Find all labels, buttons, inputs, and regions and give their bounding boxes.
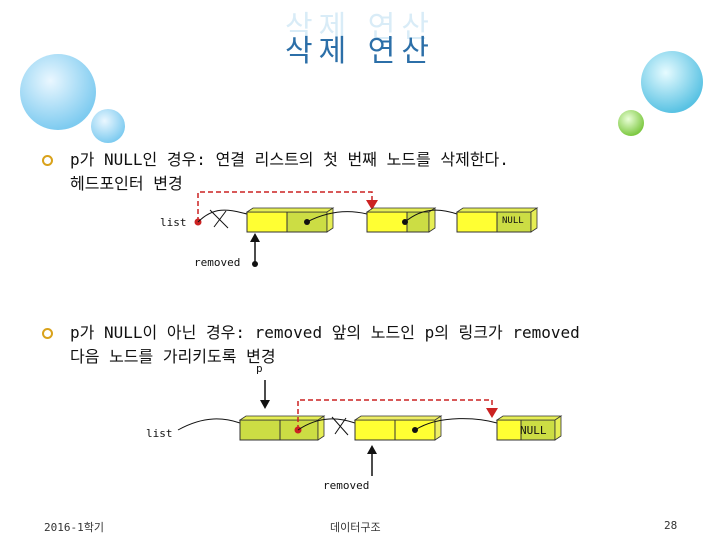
removed-arrowhead-2	[367, 445, 377, 454]
p-label: p	[256, 362, 263, 375]
bullet-1-line-2: 헤드포인터 변경	[70, 174, 183, 193]
dashed-arrowhead-1	[366, 200, 378, 210]
node-3-depth	[455, 207, 539, 233]
list-link-2	[177, 418, 241, 431]
node-removed-data	[354, 419, 396, 441]
node-null-data	[496, 419, 522, 441]
page-number: 28	[664, 519, 678, 532]
cut-mark-1b	[213, 210, 227, 228]
dashed-new-link-2	[297, 399, 493, 430]
dashed-new-link-1	[197, 191, 373, 222]
bubble-right	[641, 51, 703, 113]
dashed-arrowhead-2	[486, 408, 498, 418]
bullet-2-line-1: p가 NULL이 아닌 경우: removed 앞의 노드인 p의 링크가 re…	[70, 323, 580, 342]
bubble-large-left	[20, 54, 96, 130]
null-label-2: NULL	[520, 424, 547, 437]
removed-label-1: removed	[194, 256, 241, 269]
node-1-next-link	[306, 211, 368, 223]
bullet-2-line-2: 다음 노드를 가리키도록 변경	[70, 347, 276, 366]
cut-mark-2b	[334, 417, 347, 435]
footer-course: 데이터구조	[330, 521, 381, 534]
node-removed-depth	[353, 415, 443, 441]
node-p-old-link	[297, 418, 356, 431]
list-label-1: list	[160, 216, 187, 229]
bubble-green	[618, 110, 644, 136]
node-p-depth	[238, 415, 326, 441]
node-2-next-link	[404, 209, 458, 223]
bullet-icon	[42, 328, 53, 339]
removed-label-2: removed	[323, 479, 370, 492]
list-link-1	[197, 209, 248, 223]
list-label-2: list	[146, 427, 173, 440]
footer-semester: 2016-1학기	[44, 521, 104, 534]
bullet-1-line-1: p가 NULL인 경우: 연결 리스트의 첫 번째 노드를 삭제한다.	[70, 150, 509, 169]
removed-arrowhead-1	[250, 233, 260, 242]
title-reflection: 삭제 연산	[285, 10, 435, 45]
node-null-depth	[495, 415, 563, 441]
bubble-small-left	[91, 109, 125, 143]
cut-mark-1a	[209, 209, 229, 229]
removed-pointer-dot-1	[252, 261, 258, 267]
node-p-data	[239, 419, 281, 441]
page-title: 삭제 연산	[285, 34, 435, 69]
null-label-1: NULL	[502, 216, 524, 226]
bullet-icon	[42, 155, 53, 166]
p-arrowhead	[260, 400, 270, 409]
node-removed-next-link	[414, 418, 498, 431]
node-1-depth	[245, 207, 335, 233]
